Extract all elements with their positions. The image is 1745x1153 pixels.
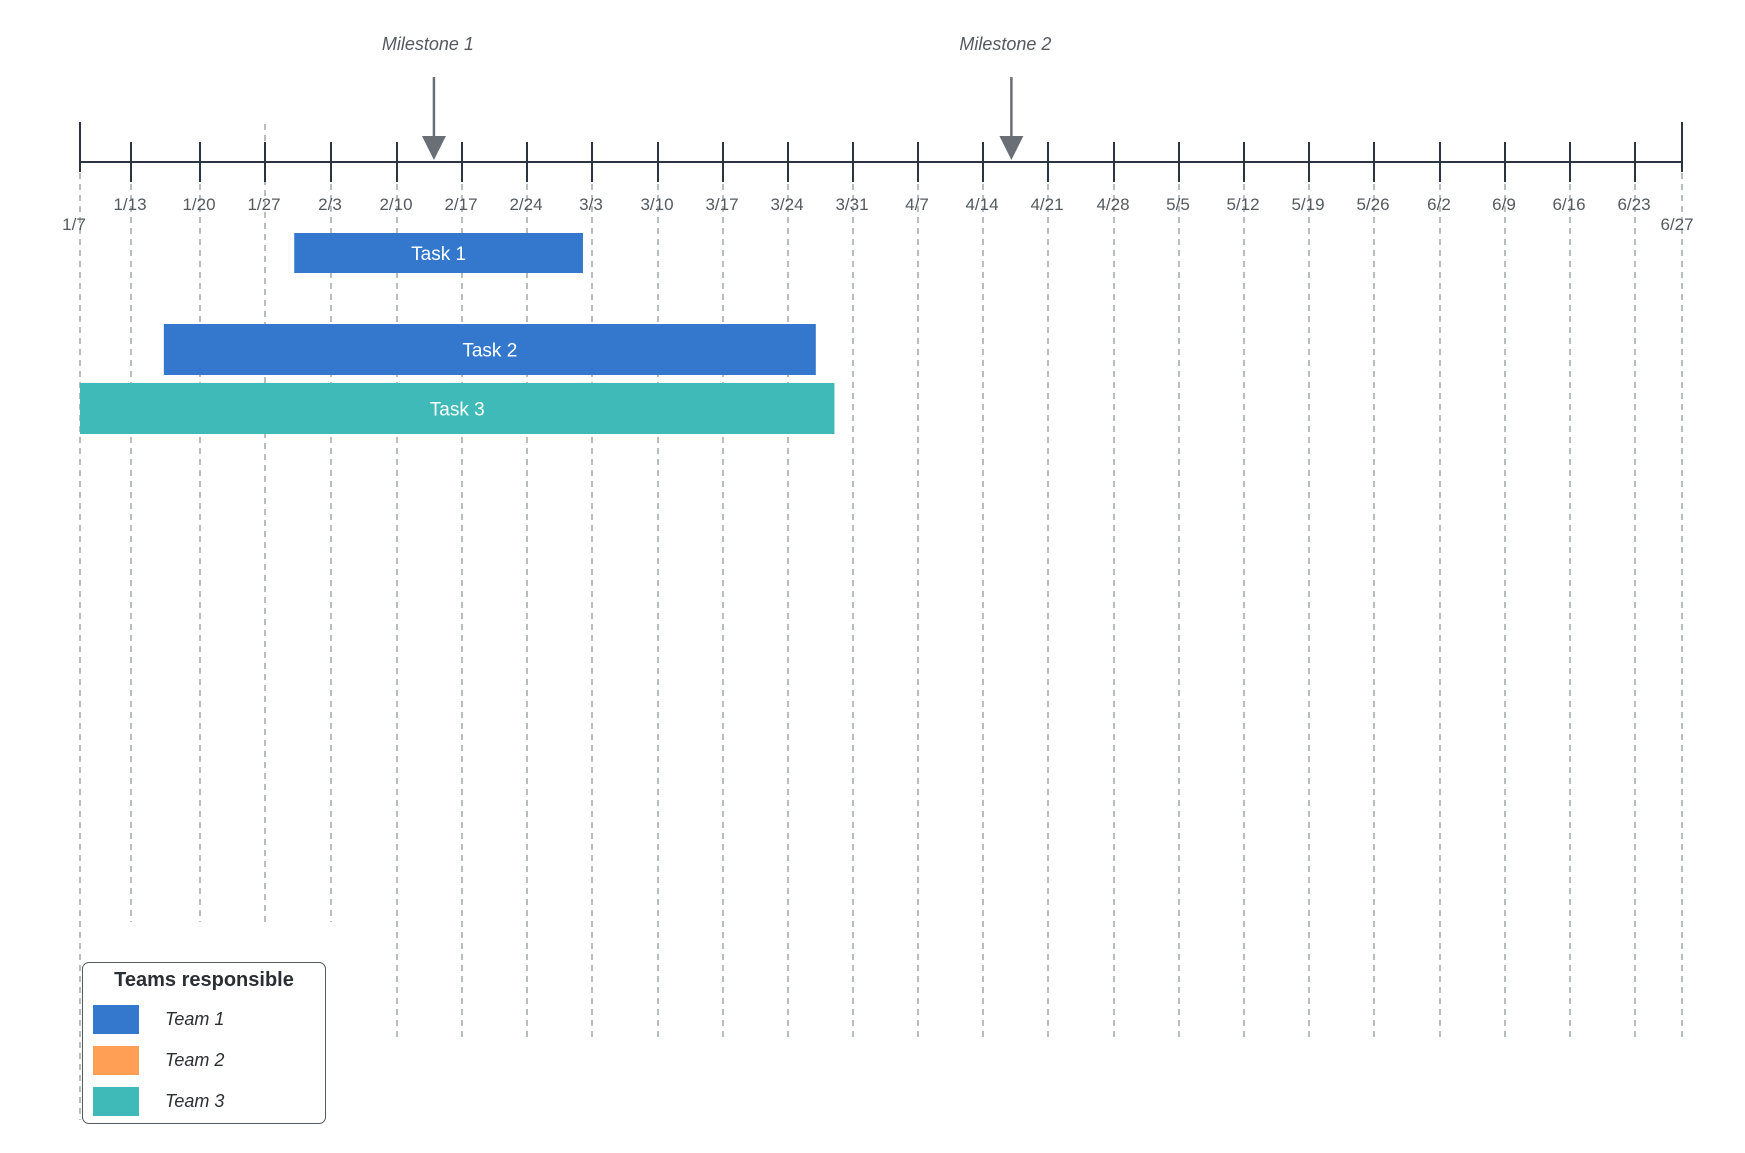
task-label: Task 3	[430, 400, 485, 421]
legend-item-team-1: Team 1	[93, 1005, 313, 1035]
task-label: Task 2	[462, 341, 517, 362]
date-labels: 1/7 6/27 1/13 1/20 1/27 2/3 2/10 2/17 2/24 3/3 3…	[62, 195, 1693, 234]
timeline-axis	[79, 122, 1683, 182]
tick-label: 6/16	[1552, 195, 1585, 214]
tick-label: 2/24	[509, 195, 542, 214]
milestone-arrow-head	[999, 136, 1024, 160]
end-date-label: 6/27	[1660, 215, 1693, 234]
tick-label: 1/20	[182, 195, 215, 214]
legend-swatch-team-2	[93, 1046, 139, 1075]
tick-label: 5/26	[1356, 195, 1389, 214]
tick-label: 3/17	[705, 195, 738, 214]
tick-label: 5/12	[1226, 195, 1259, 214]
tick-label: 3/31	[835, 195, 868, 214]
tick-label: 1/27	[247, 195, 280, 214]
tick-label: 2/3	[318, 195, 342, 214]
legend-title: Teams responsible	[114, 969, 294, 991]
milestone-arrow-head	[421, 136, 446, 160]
milestone-label: Milestone 1	[382, 34, 474, 54]
tick-label: 4/21	[1030, 195, 1063, 214]
tick-label: 2/10	[379, 195, 412, 214]
tick-label: 3/10	[640, 195, 673, 214]
task-bars: Task 1 Task 2 Task 3	[80, 233, 835, 434]
legend-box: Teams responsible Team 1 Team 2 Team 3	[82, 962, 326, 1124]
task-bar[interactable]	[294, 233, 583, 273]
legend-item-team-3: Team 3	[93, 1087, 313, 1117]
legend-swatch-team-3	[93, 1087, 139, 1116]
tick-label: 5/5	[1166, 195, 1190, 214]
tick-label: 3/24	[770, 195, 803, 214]
tick-label: 4/28	[1096, 195, 1129, 214]
start-date-label: 1/7	[62, 215, 86, 234]
legend-label-team-1: Team 1	[165, 1009, 225, 1029]
tick-label: 3/3	[579, 195, 603, 214]
milestone-label: Milestone 2	[959, 34, 1051, 54]
legend-label-team-3: Team 3	[165, 1091, 225, 1111]
tick-label: 4/7	[905, 195, 929, 214]
tick-label: 5/19	[1291, 195, 1324, 214]
tick-label: 6/2	[1427, 195, 1451, 214]
tick-label: 2/17	[444, 195, 477, 214]
task-label: Task 1	[411, 244, 466, 265]
legend-swatch-team-1	[93, 1005, 139, 1034]
legend-item-team-2: Team 2	[93, 1046, 313, 1076]
tick-label: 6/9	[1492, 195, 1516, 214]
gridlines	[79, 124, 1683, 1120]
tick-label: 1/13	[113, 195, 146, 214]
tick-label: 6/23	[1617, 195, 1650, 214]
tick-label: 4/14	[965, 195, 998, 214]
milestones: Milestone 1 Milestone 2	[382, 34, 1051, 160]
legend-label-team-2: Team 2	[165, 1050, 225, 1070]
task-bar[interactable]	[80, 383, 835, 434]
task-bar[interactable]	[163, 324, 816, 375]
